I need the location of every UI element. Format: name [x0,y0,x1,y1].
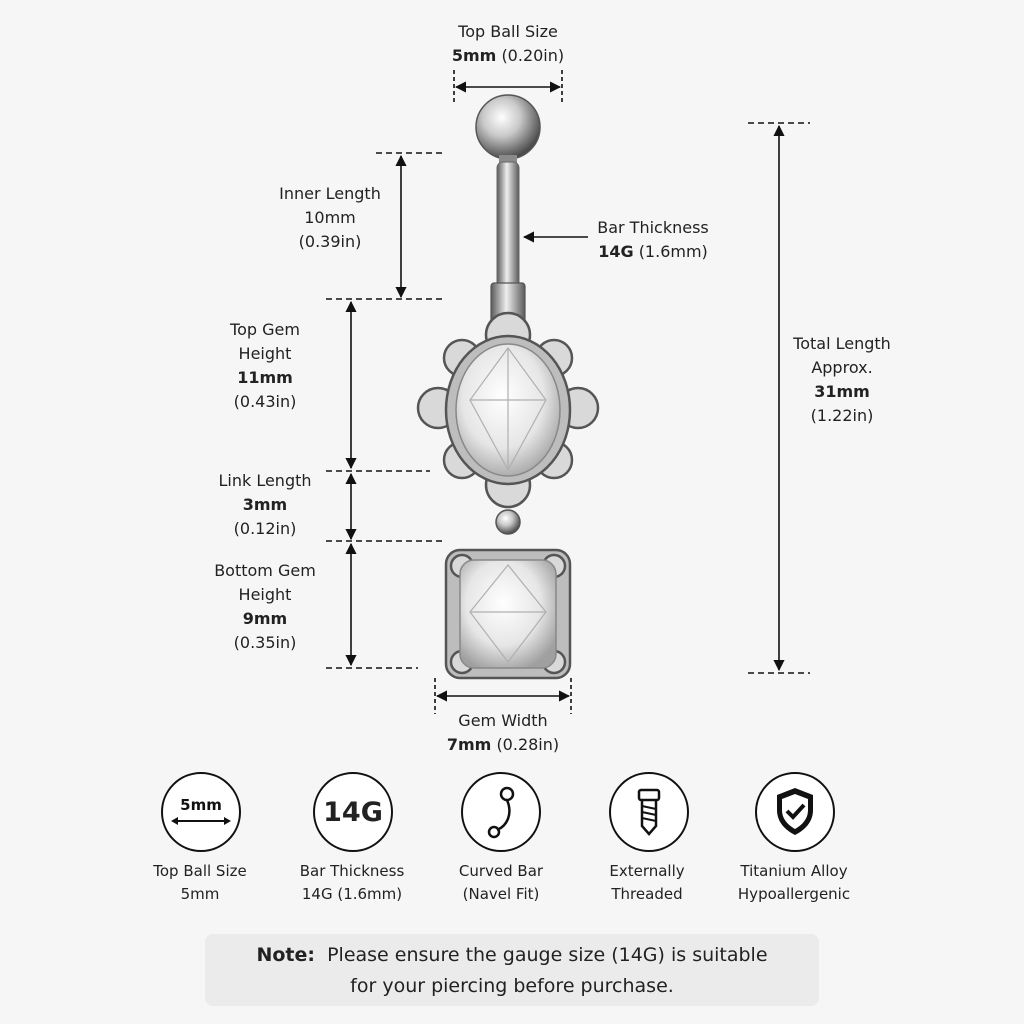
top-gem-height-label: Top Gem Height 11mm (0.43in) [200,318,330,414]
bar-thickness-value: 14G (1.6mm) [598,242,708,261]
ball-size-icon: 5mm [161,772,241,852]
top-gem-title-2: Height [238,344,292,363]
feature-bar-thickness-line2: 14G (1.6mm) [301,885,403,903]
bar-thickness-title: Bar Thickness [597,218,709,237]
feature-threaded-line2: Threaded [611,885,683,903]
shield-check-icon [755,772,835,852]
note-text-2: for your piercing before purchase. [350,975,674,997]
link [495,509,521,535]
feature-threaded-line1: Externally [609,862,685,880]
feature-top-ball-line1: Top Ball Size [153,862,247,880]
link-length-title: Link Length [218,471,312,490]
inner-length-label: Inner Length 10mm (0.39in) [260,182,400,254]
feature-titanium-label: Titanium Alloy Hypoallergenic [719,860,869,906]
total-length-approx: Approx. [811,358,873,377]
note-box: Note: Please ensure the gauge size (14G)… [205,934,819,1006]
bottom-gem-title: Bottom Gem [214,561,316,580]
gem-width-label: Gem Width 7mm (0.28in) [430,709,576,757]
bottom-gem-title-2: Height [238,585,292,604]
bottom-gem [444,548,572,680]
gem-width-title: Gem Width [458,711,548,730]
screw-icon [609,772,689,852]
feature-curved-bar-line1: Curved Bar [458,862,544,880]
top-gem-imperial: (0.43in) [233,392,297,411]
top-ball-metric: 5mm (0.20in) [451,46,565,65]
top-ball-size-label: Top Ball Size 5mm (0.20in) [430,20,586,68]
note-text-1: Please ensure the gauge size (14G) is su… [327,944,768,966]
total-length-label: Total Length Approx. 31mm (1.22in) [782,332,902,428]
total-length-metric: 31mm [814,382,870,401]
link-length-metric: 3mm [242,495,288,514]
top-gem-title: Top Gem [230,320,300,339]
top-gem-metric: 11mm [237,368,293,387]
feature-titanium-line2: Hypoallergenic [737,885,851,903]
belly-ring-product [416,94,600,680]
curved-bar-icon [461,772,541,852]
feature-top-ball-label: Top Ball Size 5mm [125,860,275,906]
ball-size-icon-text: 5mm [180,796,222,814]
feature-titanium-line1: Titanium Alloy [740,862,848,880]
gauge-icon: 14G [313,772,393,852]
link-length-imperial: (0.12in) [233,519,297,538]
inner-length-metric: 10mm [304,208,356,227]
total-length-title: Total Length [793,334,891,353]
inner-length-imperial: (0.39in) [298,232,362,251]
feature-threaded-label: Externally Threaded [572,860,722,906]
gem-width-value: 7mm (0.28in) [446,735,560,754]
top-ball-title: Top Ball Size [458,22,558,41]
gauge-icon-text: 14G [323,796,383,828]
inner-length-title: Inner Length [279,184,381,203]
feature-top-ball-line2: 5mm [180,885,220,903]
feature-bar-thickness-line1: Bar Thickness [299,862,405,880]
note-label: Note: [256,944,315,966]
link-length-label: Link Length 3mm (0.12in) [200,469,330,541]
feature-curved-bar-label: Curved Bar (Navel Fit) [426,860,576,906]
total-length-imperial: (1.22in) [810,406,874,425]
bar-thickness-label: Bar Thickness 14G (1.6mm) [590,216,716,264]
feature-bar-thickness-label: Bar Thickness 14G (1.6mm) [277,860,427,906]
top-gem [416,311,600,509]
feature-curved-bar-line2: (Navel Fit) [462,885,540,903]
note-line1: Note: Please ensure the gauge size (14G)… [205,940,819,971]
bottom-gem-height-label: Bottom Gem Height 9mm (0.35in) [195,559,335,655]
curved-bar [496,161,520,293]
product-diagram [326,70,810,714]
dimension-lines [326,70,810,714]
bottom-gem-imperial: (0.35in) [233,633,297,652]
bottom-gem-metric: 9mm [242,609,288,628]
top-ball [475,94,541,160]
